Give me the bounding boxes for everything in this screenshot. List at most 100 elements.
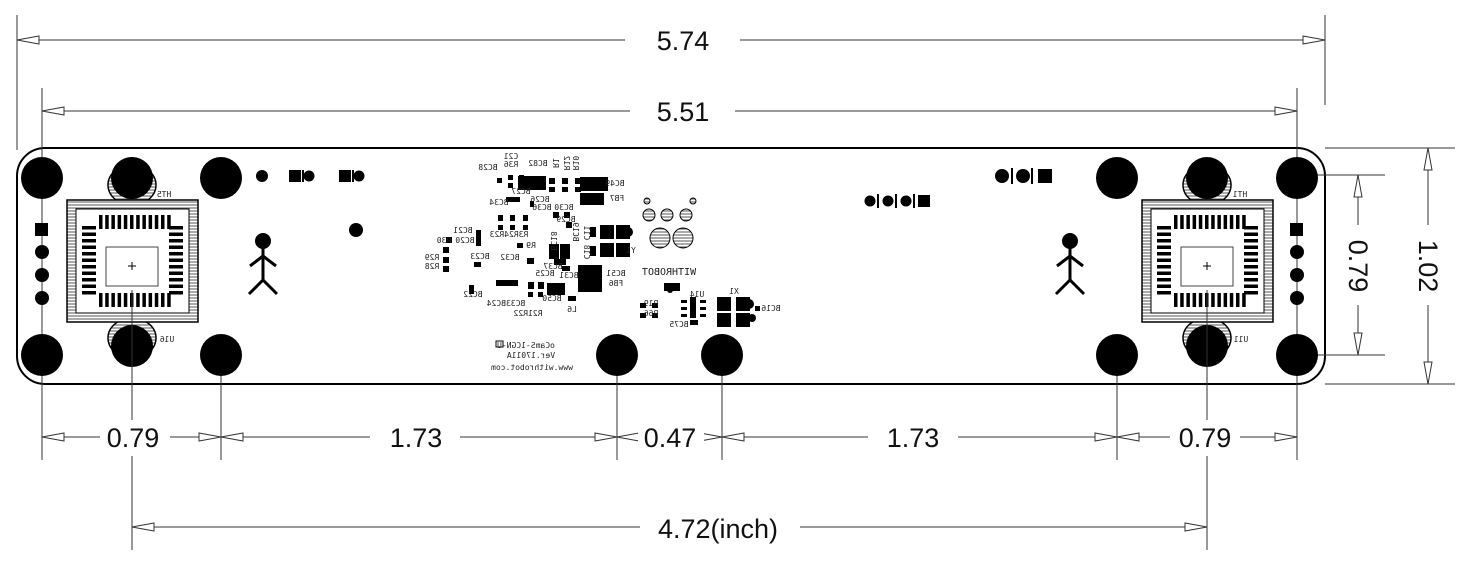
sensor-pin bbox=[130, 215, 134, 229]
socket-label: U16 bbox=[160, 335, 175, 344]
sensor-pin bbox=[1157, 278, 1171, 282]
sensor-pin bbox=[1244, 252, 1258, 256]
square-pad bbox=[35, 223, 48, 236]
orientation-person-icon bbox=[1054, 233, 1086, 296]
round-pad bbox=[1290, 268, 1304, 282]
sensor-pin bbox=[169, 226, 183, 230]
sensor-pin bbox=[1157, 265, 1171, 269]
sensor-pin bbox=[1180, 215, 1184, 229]
fiducial bbox=[672, 227, 694, 249]
sensor-pin bbox=[136, 215, 140, 229]
part-label: BC22 bbox=[463, 290, 482, 299]
round-pad bbox=[353, 170, 365, 182]
sensor-pin bbox=[1244, 232, 1258, 236]
part-label: BC16 bbox=[761, 304, 780, 313]
part-label: BC51 bbox=[606, 269, 625, 278]
arrowhead bbox=[1184, 522, 1208, 532]
sensor-pin bbox=[82, 284, 96, 288]
arrowhead bbox=[198, 432, 222, 442]
sensor-pin bbox=[1180, 293, 1184, 307]
smd-component bbox=[580, 177, 608, 191]
smd-component bbox=[562, 178, 568, 184]
sensor-pin bbox=[1244, 284, 1258, 288]
arrowhead bbox=[1423, 147, 1433, 171]
part-label: BC29 bbox=[556, 215, 575, 224]
square-pad bbox=[1038, 169, 1052, 183]
round-pad bbox=[882, 195, 894, 207]
sensor-pin bbox=[1157, 284, 1171, 288]
sensor-pin bbox=[1211, 215, 1215, 229]
model-label: oCamS-1CGN-U bbox=[497, 341, 555, 350]
arrowhead bbox=[721, 432, 745, 442]
sensor-pin bbox=[169, 265, 183, 269]
mounting-hole bbox=[200, 157, 242, 199]
sensor-pin bbox=[1244, 278, 1258, 282]
crystal-marker bbox=[623, 227, 633, 237]
arrowhead bbox=[1274, 106, 1298, 116]
smd-component bbox=[568, 296, 576, 301]
part-label: BC27 bbox=[511, 187, 530, 196]
sensor-pin bbox=[142, 215, 146, 229]
sensor-pin bbox=[1157, 239, 1171, 243]
sensor-pin bbox=[117, 215, 122, 229]
socket-hole bbox=[1186, 157, 1228, 199]
smd-component bbox=[523, 215, 528, 221]
mounting-hole bbox=[21, 157, 63, 199]
sensor-pin bbox=[1217, 293, 1221, 307]
arrowhead bbox=[1302, 35, 1326, 45]
sensor-pin bbox=[1174, 293, 1178, 307]
dim-board-hole-span: 5.51 bbox=[657, 97, 710, 127]
smd-component bbox=[640, 303, 646, 308]
part-label: BC23 bbox=[470, 252, 489, 261]
crystal-marker bbox=[744, 299, 754, 309]
part-label: R36 bbox=[504, 160, 519, 169]
fiducial bbox=[660, 208, 674, 222]
sensor-pin bbox=[154, 293, 159, 307]
round-pad bbox=[35, 245, 49, 259]
smd-component bbox=[510, 225, 515, 230]
sensor-pin bbox=[1244, 291, 1258, 295]
sensor-pin bbox=[99, 215, 103, 229]
smd-component bbox=[575, 187, 581, 192]
fiducial bbox=[643, 197, 651, 205]
smd-component bbox=[510, 215, 515, 221]
part-label: BC31 bbox=[559, 271, 578, 280]
orientation-person-icon bbox=[247, 233, 279, 296]
square-pad bbox=[289, 170, 301, 182]
part-label: X1 bbox=[729, 287, 739, 296]
part-label: U14 bbox=[690, 290, 705, 299]
smd-component bbox=[527, 258, 534, 264]
dim-hole-height: 0.79 bbox=[1343, 240, 1373, 293]
sensor-pin bbox=[167, 293, 171, 307]
smd-component bbox=[717, 313, 731, 327]
arrowhead bbox=[616, 432, 640, 442]
board-outline bbox=[16, 147, 1326, 385]
sensor-pin bbox=[1223, 293, 1228, 307]
pad-bar bbox=[1031, 168, 1033, 184]
person-arms bbox=[249, 254, 277, 268]
person-legs bbox=[1054, 277, 1086, 296]
sensor-pin bbox=[1186, 215, 1190, 229]
part-label: BC50 bbox=[542, 294, 561, 303]
sensor-pin bbox=[1244, 271, 1258, 275]
part-label: BC37 bbox=[543, 262, 562, 271]
part-label: R29 bbox=[425, 253, 440, 262]
sensor-pin bbox=[142, 293, 146, 307]
sensor-pin bbox=[105, 293, 109, 307]
part-label: BC19 bbox=[571, 222, 580, 241]
logo-box bbox=[495, 340, 504, 348]
round-pad bbox=[995, 169, 1009, 183]
sensor-pin bbox=[1205, 215, 1209, 229]
fiducial bbox=[642, 208, 656, 222]
sensor-pin bbox=[148, 293, 153, 307]
smd-component bbox=[590, 246, 596, 256]
sensor-pin bbox=[82, 252, 96, 256]
fiducial bbox=[649, 227, 671, 249]
dim-left-hole-pitch: 0.79 bbox=[107, 423, 160, 453]
sensor-pin bbox=[169, 258, 183, 262]
person-head bbox=[1062, 233, 1078, 249]
smd-component bbox=[497, 178, 502, 183]
sensor-pin bbox=[161, 293, 165, 307]
sensor-pin bbox=[123, 293, 128, 307]
smd-component bbox=[652, 313, 658, 318]
